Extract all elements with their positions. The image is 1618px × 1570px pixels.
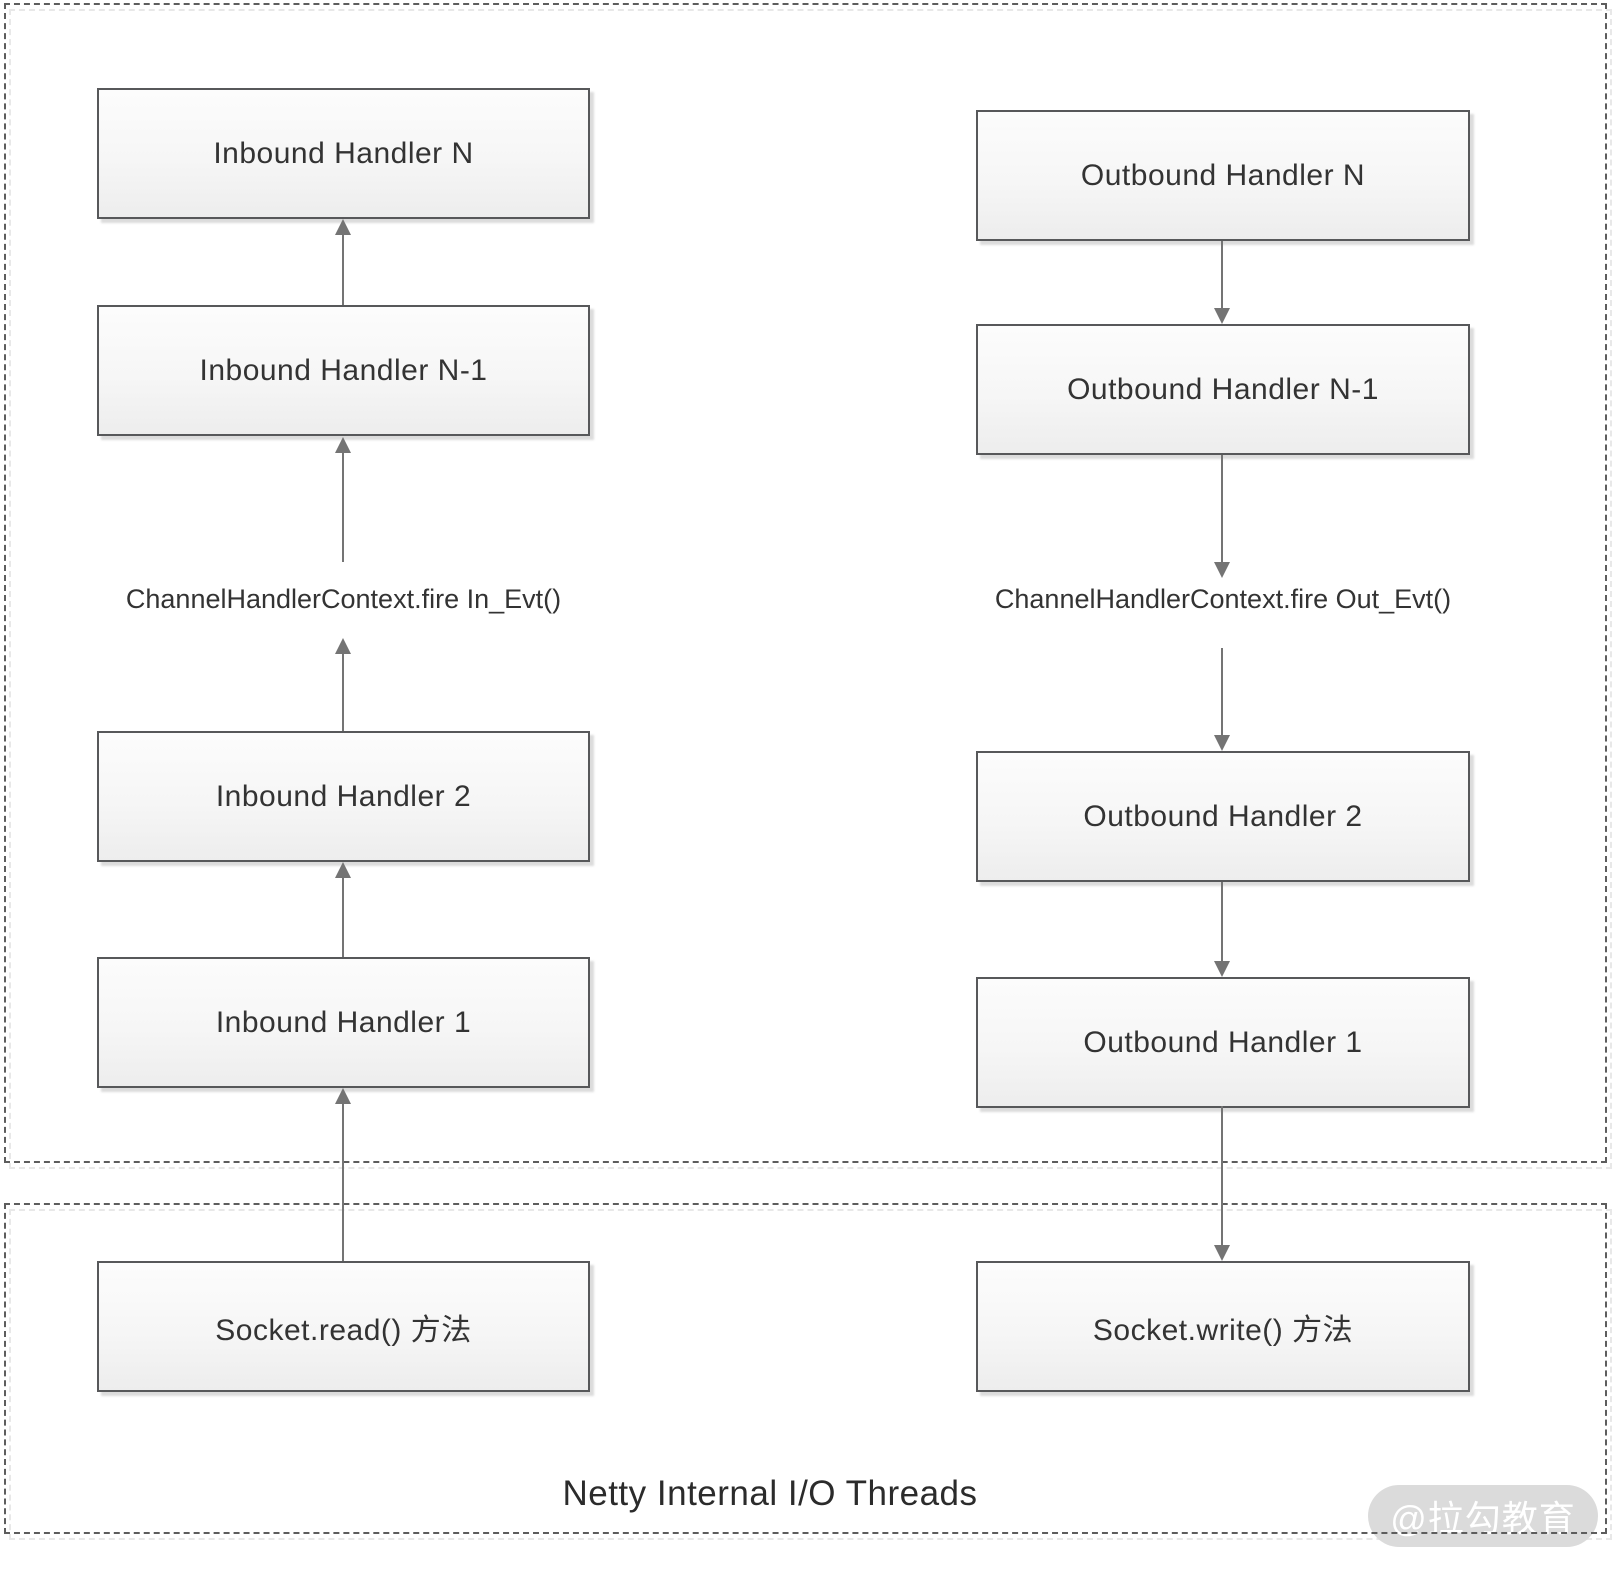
arrow-fire-to-inbound-n1	[335, 437, 351, 562]
arrow-fire-to-outbound-2	[1214, 648, 1230, 751]
outbound-handler-n-minus-1-label: Outbound Handler N-1	[1067, 372, 1379, 406]
inbound-handler-1-label: Inbound Handler 1	[215, 1005, 472, 1039]
arrowhead-down-icon	[1214, 562, 1230, 578]
inbound-fire-event-label: ChannelHandlerContext.fire In_Evt()	[125, 584, 562, 614]
arrow-line	[342, 453, 344, 562]
arrow-inbound-2-to-fire	[335, 638, 351, 731]
outbound-handler-1-box: Outbound Handler 1	[976, 977, 1470, 1108]
diagram-title: Netty Internal I/O Threads	[562, 1474, 978, 1513]
outbound-handler-2-box: Outbound Handler 2	[976, 751, 1470, 882]
outbound-fire-event-label: ChannelHandlerContext.fire Out_Evt()	[994, 584, 1452, 614]
outbound-handler-2-label: Outbound Handler 2	[1083, 799, 1363, 833]
arrowhead-down-icon	[1214, 961, 1230, 977]
inbound-handler-n-minus-1-box: Inbound Handler N-1	[97, 305, 590, 436]
arrow-line	[1221, 455, 1223, 562]
arrow-line	[342, 654, 344, 731]
arrowhead-up-icon	[335, 638, 351, 654]
inbound-handler-n-box: Inbound Handler N	[97, 88, 590, 219]
arrow-line	[1221, 1106, 1223, 1245]
arrow-inbound-n1-to-n	[335, 219, 351, 305]
arrow-inbound-1-to-inbound-2	[335, 862, 351, 957]
arrow-line	[342, 1104, 344, 1261]
arrow-socket-read-to-inbound-1	[335, 1088, 351, 1261]
outbound-handler-1-label: Outbound Handler 1	[1083, 1025, 1363, 1059]
outbound-handler-n-minus-1-box: Outbound Handler N-1	[976, 324, 1470, 455]
inbound-handler-1-box: Inbound Handler 1	[97, 957, 590, 1088]
socket-read-box: Socket.read() 方法	[97, 1261, 590, 1392]
arrow-line	[1221, 648, 1223, 735]
arrowhead-up-icon	[335, 437, 351, 453]
arrow-line	[342, 878, 344, 957]
arrow-outbound-1-to-socket-write	[1214, 1106, 1230, 1261]
arrow-line	[342, 235, 344, 305]
arrow-outbound-n1-to-fire	[1214, 455, 1230, 578]
inbound-handler-n-label: Inbound Handler N	[213, 136, 474, 170]
socket-write-label: Socket.write() 方法	[1092, 1313, 1354, 1347]
arrowhead-up-icon	[335, 219, 351, 235]
arrowhead-down-icon	[1214, 308, 1230, 324]
arrowhead-up-icon	[335, 862, 351, 878]
outbound-handler-n-box: Outbound Handler N	[976, 110, 1470, 241]
outbound-handler-n-label: Outbound Handler N	[1080, 158, 1366, 192]
arrow-outbound-2-to-outbound-1	[1214, 882, 1230, 977]
arrow-line	[1221, 882, 1223, 961]
arrow-line	[1221, 241, 1223, 308]
arrowhead-down-icon	[1214, 735, 1230, 751]
arrow-outbound-n-to-n1	[1214, 241, 1230, 324]
inbound-handler-2-box: Inbound Handler 2	[97, 731, 590, 862]
socket-read-label: Socket.read() 方法	[215, 1313, 472, 1347]
inbound-handler-n-minus-1-label: Inbound Handler N-1	[199, 353, 488, 387]
arrowhead-down-icon	[1214, 1245, 1230, 1261]
inbound-handler-2-label: Inbound Handler 2	[215, 779, 472, 813]
arrowhead-up-icon	[335, 1088, 351, 1104]
socket-write-box: Socket.write() 方法	[976, 1261, 1470, 1392]
